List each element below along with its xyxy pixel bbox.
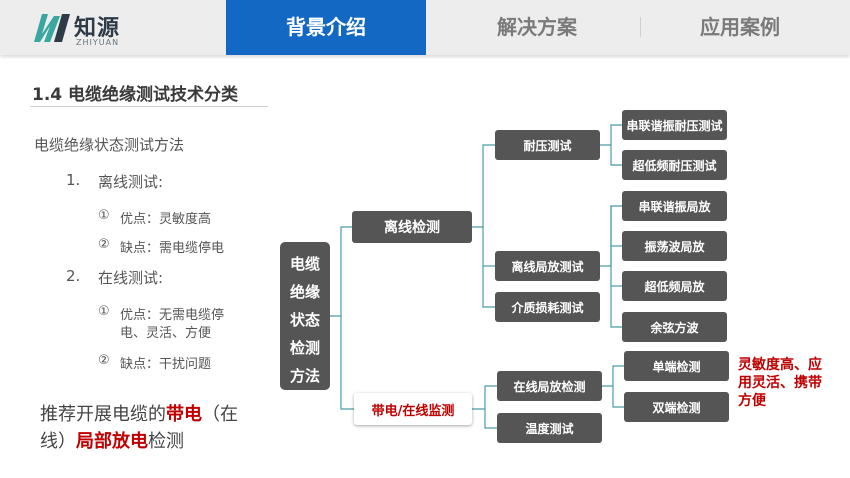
section-title: 1.4 电缆绝缘测试技术分类 <box>32 85 239 105</box>
root-text: 绝缘 <box>289 283 320 301</box>
recommendation-text: 推荐开展电缆的 <box>40 404 166 425</box>
node-series-resonance-withstand: 串联谐振耐压测试 <box>622 110 727 140</box>
logo-chinese-text: 知源 <box>74 16 121 41</box>
node-offline-pd-test: 离线局放测试 <box>495 251 600 281</box>
title-underline <box>30 106 268 107</box>
advantage-note-line: 方便 <box>738 393 766 409</box>
methods-heading: 电缆绝缘状态测试方法 <box>34 136 185 154</box>
item2-cons: 缺点：干扰问题 <box>120 357 212 372</box>
top-navigation-bar: 知源 ZHIYUAN 背景介绍 解决方案 应用案例 <box>0 0 850 55</box>
item1-label: 离线测试: <box>98 173 164 191</box>
recommendation-text: 线） <box>40 431 76 452</box>
tab-application-cases[interactable]: 应用案例 <box>700 15 780 39</box>
brand-logo[interactable]: 知源 ZHIYUAN <box>32 10 142 48</box>
recommendation-line2: 线）局部放电检测 <box>40 427 184 453</box>
node-vlf-withstand: 超低频耐压测试 <box>622 150 727 180</box>
advantage-note-line: 灵敏度高、应 <box>738 357 822 373</box>
item2-pros-marker: ① <box>98 304 110 319</box>
item1-cons-marker: ② <box>98 237 110 252</box>
item2-pros-line1: 优点：无需电缆停 <box>120 308 225 323</box>
node-dielectric-loss-test: 介质损耗测试 <box>495 292 600 322</box>
item2-cons-marker: ② <box>98 353 110 368</box>
recommendation-highlight-pd: 局部放电 <box>76 431 148 452</box>
root-text: 方法 <box>289 367 320 385</box>
item1-pros-marker: ① <box>98 208 110 223</box>
recommendation-text: 检测 <box>148 431 184 452</box>
root-text: 状态 <box>289 311 320 329</box>
tab-solutions[interactable]: 解决方案 <box>497 15 577 39</box>
node-temperature-test: 温度测试 <box>497 413 602 443</box>
node-vlf-pd: 超低频局放 <box>622 271 727 301</box>
node-online-pd-detection: 在线局放检测 <box>497 371 602 401</box>
recommendation-highlight-live: 带电 <box>166 404 202 425</box>
item1-pros: 优点：灵敏度高 <box>120 212 212 227</box>
node-cosine-square-wave: 余弦方波 <box>622 312 727 342</box>
tab-background-intro[interactable]: 背景介绍 <box>226 0 426 55</box>
item1-cons: 缺点：需电缆停电 <box>120 241 225 256</box>
node-double-end-detection: 双端检测 <box>624 392 729 422</box>
node-offline-detection: 离线检测 <box>352 211 472 243</box>
zhiyuan-logo-icon <box>34 14 70 42</box>
item1-number: 1. <box>66 171 81 189</box>
tree-root-node: 电缆 绝缘 状态 检测 方法 <box>280 242 330 390</box>
item2-pros-line2: 电、灵活、方便 <box>120 326 212 341</box>
item2-label: 在线测试: <box>98 269 164 287</box>
node-series-resonance-pd: 串联谐振局放 <box>622 191 727 221</box>
root-text: 检测 <box>289 339 320 357</box>
item2-number: 2. <box>66 267 81 285</box>
node-live-online-monitoring: 带电/在线监测 <box>354 393 472 425</box>
node-oscillating-wave-pd: 振荡波局放 <box>622 231 727 261</box>
root-text: 电缆 <box>289 255 320 273</box>
node-withstand-test: 耐压测试 <box>495 130 600 160</box>
advantage-note-line: 用灵活、携带 <box>738 375 822 391</box>
recommendation-text: （在 <box>202 404 238 425</box>
logo-english-text: ZHIYUAN <box>76 38 120 47</box>
advantage-note: 灵敏度高、应 用灵活、携带 方便 <box>738 356 822 410</box>
tab-divider <box>640 17 641 37</box>
recommendation-line1: 推荐开展电缆的带电（在 <box>40 400 238 426</box>
node-single-end-detection: 单端检测 <box>624 351 729 381</box>
